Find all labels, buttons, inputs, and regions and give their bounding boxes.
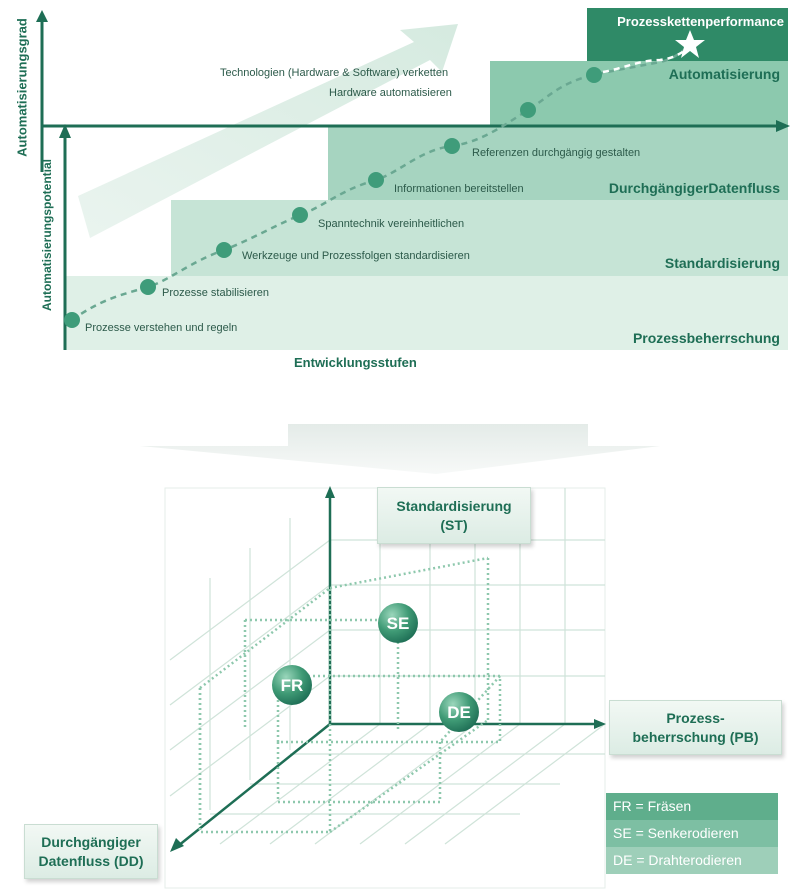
axis-label-dd-line1: Durchgängiger xyxy=(41,833,141,850)
goal-star-icon xyxy=(675,30,705,58)
outer-y-arrowhead xyxy=(36,10,48,22)
band-datenfluss xyxy=(328,125,788,200)
band-prozessbeherrschung xyxy=(65,276,788,350)
ball-se-label: SE xyxy=(387,614,410,633)
ball-fr-label: FR xyxy=(281,676,304,695)
step-label-4: Spanntechnik vereinheitlichen xyxy=(318,218,465,230)
step-label-7: Hardware automatisieren xyxy=(329,87,452,99)
step-dot-7 xyxy=(520,102,536,118)
ball-fr: FR xyxy=(272,665,312,705)
axis-label-st-line1: Standardisierung xyxy=(396,497,512,514)
cube-graphics: SE FR DE xyxy=(164,486,606,889)
axis-dd-line xyxy=(177,723,331,847)
legend: FR = Fräsen SE = Senkerodieren DE = Drah… xyxy=(606,793,778,874)
band-label-prozessbeherrschung: Prozessbeherrschung xyxy=(632,330,780,346)
band-label-automatisierung: Automatisierung xyxy=(668,66,780,82)
step-dot-6 xyxy=(444,138,460,154)
step-dot-8 xyxy=(586,67,602,83)
y-axis-inner-title: Automatisierungspotential xyxy=(40,159,54,312)
development-arrow xyxy=(78,24,458,238)
ball-de-label: DE xyxy=(447,703,471,722)
x-axis-upper-arrowhead xyxy=(776,120,790,132)
step-dot-2 xyxy=(140,279,156,295)
band-standardisierung xyxy=(171,200,788,276)
step-dot-1 xyxy=(64,312,80,328)
band-label-standardisierung: Standardisierung xyxy=(664,255,780,271)
step-label-8: Technologien (Hardware & Software) verke… xyxy=(220,67,449,79)
axis-label-pb-line1: Prozess- xyxy=(666,709,725,726)
step-label-1: Prozesse verstehen und regeln xyxy=(85,322,238,334)
legend-item-fr: FR = Fräsen xyxy=(606,793,778,820)
band-automatisierung xyxy=(490,61,788,125)
ball-de: DE xyxy=(439,692,479,732)
y-axis-outer-title: Automatisierungsgrad xyxy=(14,18,30,157)
legend-item-de: DE = Drahterodieren xyxy=(606,847,778,874)
ball-se: SE xyxy=(378,603,418,643)
step-dot-3 xyxy=(216,242,232,258)
axis-label-pb-line2: beherrschung (PB) xyxy=(632,728,759,745)
legend-item-se: SE = Senkerodieren xyxy=(606,820,778,847)
band-label-datenfluss: DurchgängigerDatenfluss xyxy=(608,180,780,196)
step-dot-5 xyxy=(368,172,384,188)
step-label-5: Informationen bereitstellen xyxy=(394,183,524,195)
axis-label-dd-line2: Datenfluss (DD) xyxy=(38,852,144,869)
goal-label: Prozesskettenperformance xyxy=(617,14,784,29)
axis-label-pb: Prozess- beherrschung (PB) xyxy=(609,700,782,755)
axis-label-st: Standardisierung (ST) xyxy=(377,487,531,544)
axis-label-st-line2: (ST) xyxy=(440,516,468,533)
progress-path xyxy=(71,38,701,322)
inner-y-arrowhead xyxy=(59,124,71,138)
step-label-2: Prozesse stabilisieren xyxy=(162,287,269,299)
step-label-6: Referenzen durchgängig gestalten xyxy=(472,147,641,159)
axis-label-dd: Durchgängiger Datenfluss (DD) xyxy=(24,824,158,879)
x-axis-title: Entwicklungsstufen xyxy=(294,355,417,370)
step-label-3: Werkzeuge und Prozessfolgen standardisie… xyxy=(242,250,470,262)
step-dot-4 xyxy=(292,207,308,223)
transition-arrow xyxy=(140,424,660,474)
top-chart-graphics xyxy=(36,10,790,350)
